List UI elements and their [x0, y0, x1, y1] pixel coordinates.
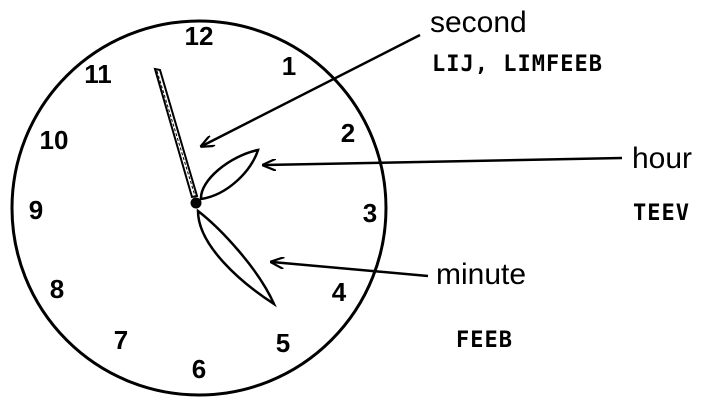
clock-number-2: 2 — [341, 118, 355, 148]
second-hand — [155, 69, 197, 197]
clock-number-3: 3 — [363, 198, 377, 228]
hour-label-hmong: TEEV — [633, 201, 690, 226]
hour-hand — [201, 150, 258, 199]
clock-number-8: 8 — [50, 274, 64, 304]
clock-number-1: 1 — [282, 51, 296, 81]
second-label: second — [430, 6, 527, 39]
minute-hand — [198, 211, 274, 304]
second-label-hmong: LIJ, LIMFEEB — [432, 52, 603, 77]
hour-label: hour — [632, 142, 692, 175]
minute-label: minute — [436, 258, 526, 291]
clock-number-7: 7 — [114, 325, 128, 355]
second-arrow — [202, 35, 420, 146]
clock-center-hub — [191, 198, 202, 209]
minute-label-hmong: FEEB — [456, 328, 513, 353]
clock-number-11: 11 — [84, 59, 112, 89]
hand-labels: second LIJ, LIMFEEB hour TEEV minute FEE… — [430, 6, 692, 353]
clock-hands — [155, 69, 274, 304]
clock-number-4: 4 — [332, 277, 347, 307]
clock-number-9: 9 — [29, 195, 43, 225]
clock-numbers: 12 1 2 3 4 5 6 7 8 9 10 11 — [29, 21, 377, 384]
clock-number-10: 10 — [40, 125, 69, 155]
clock-number-12: 12 — [185, 21, 214, 51]
clock-number-5: 5 — [276, 328, 290, 358]
clock-face — [12, 21, 386, 395]
minute-arrow — [272, 262, 428, 276]
clock-number-6: 6 — [192, 354, 206, 384]
hour-arrow — [264, 158, 622, 165]
